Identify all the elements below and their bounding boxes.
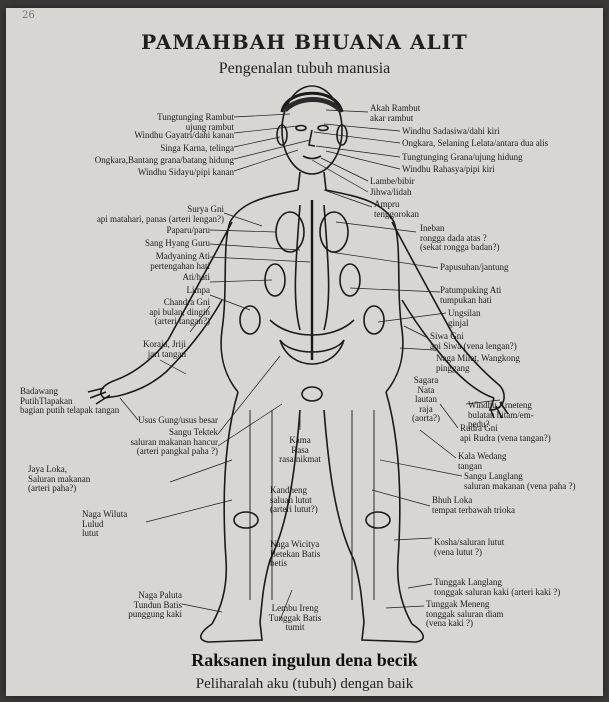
footer-subtitle: Peliharalah aku (tubuh) dengan baik	[0, 676, 609, 693]
label-windhu-sadasiwa: Windhu Sadasiwa/dahi kiri	[402, 127, 500, 137]
label-windhu-sidayu: Windhu Sidayu/pipi kanan	[80, 168, 234, 178]
label-papusuhan: Papusuhan/jantung	[440, 263, 509, 273]
label-windhu-rahasya: Windhu Rahasya/pipi kiri	[402, 165, 495, 175]
label-ati: Ati/hati	[150, 273, 210, 283]
label-jihwa: Jihwa/lidah	[370, 188, 412, 198]
label-ongkara-bantang-grana: Ongkara,Bantang grana/batang hidung	[44, 156, 234, 166]
label-kosha: Kosha/saluran lutut(vena lutut ?)	[434, 538, 504, 557]
footer-title: Raksanen ingulun dena becik	[0, 650, 609, 671]
label-ongkara-selaning-lelata: Ongkara, Selaning Lelata/antara dua alis	[402, 139, 548, 149]
label-singa-karna: Singa Karna, telinga	[110, 144, 234, 154]
label-usus-gung: Usus Gung/usus besar	[88, 416, 218, 426]
label-sang-hyang-guru: Sang Hyang Guru	[100, 239, 210, 249]
label-jaya-loka: Jaya Loka,Saluran makanan(arteri paha?)	[28, 465, 90, 494]
label-limpa: Limpa	[150, 286, 210, 296]
label-paparu: Paparu/paru	[120, 226, 210, 236]
label-tungtunging-grana: Tungtunging Grana/ujung hidung	[402, 153, 523, 163]
label-lambe: Lambe/bibir	[370, 177, 415, 187]
label-windhu-gayatri: Windhu Gayatri/dahi kanan	[80, 131, 234, 141]
